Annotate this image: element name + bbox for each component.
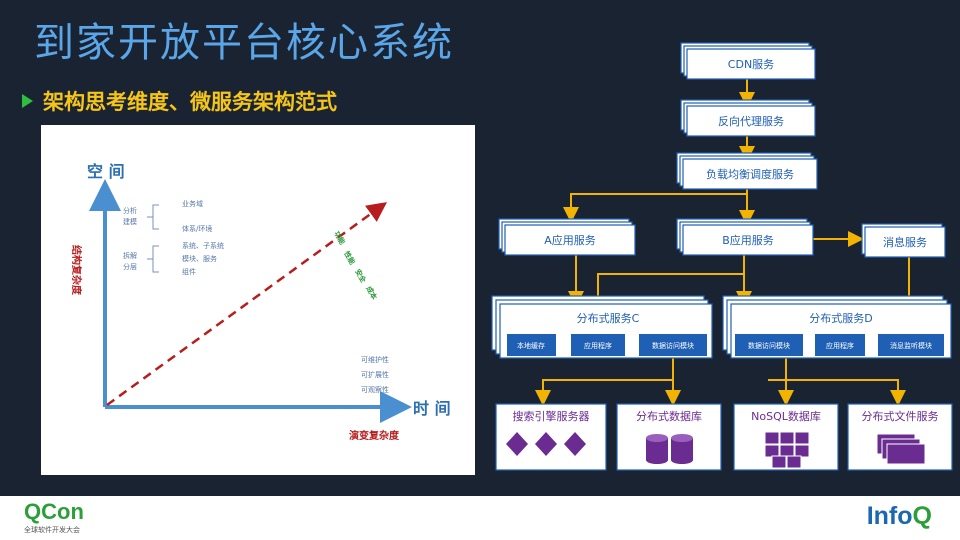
group-item: 模块、服务 <box>182 254 217 263</box>
arrow-c-to-search <box>535 355 674 406</box>
infoq-logo: InfoQ <box>867 502 932 531</box>
group-bracket <box>147 204 159 230</box>
group-label-line: 建模 <box>123 217 137 226</box>
bullet-text: 架构思考维度、微服务架构范式 <box>43 90 337 114</box>
service-box-reverse-proxy: 反向代理服务 <box>680 99 816 137</box>
group-item: 组件 <box>182 267 196 276</box>
component-label: 应用程序 <box>584 341 612 350</box>
service-box-load-balancer: 负载均衡调度服务 <box>676 152 818 190</box>
service-box-app-b: B应用服务 <box>676 218 814 256</box>
y-axis-label: 空 间 <box>87 162 125 181</box>
infoq-logo-q: Q <box>912 502 932 530</box>
storage-nosql: NoSQL数据库 <box>733 403 839 471</box>
x-axis-label: 时 间 <box>413 399 451 418</box>
service-box-app-a: A应用服务 <box>498 218 636 256</box>
storage-dist-db: 分布式数据库 <box>616 403 722 471</box>
group-label-line: 分析 <box>123 206 137 215</box>
quality-list: 可维护性 可扩展性 可观察性 <box>361 355 389 394</box>
quality-item: 可扩展性 <box>361 370 389 379</box>
storage-search: 搜索引擎服务器 <box>495 403 607 471</box>
storage-label: 分布式数据库 <box>636 409 702 423</box>
database-icon <box>646 434 693 464</box>
group-item: 体系/环境 <box>182 224 212 233</box>
footer-bar: QCon 全球软件开发大会 InfoQ <box>0 496 960 540</box>
service-label: A应用服务 <box>544 233 596 247</box>
qcon-subtitle: 全球软件开发大会 <box>24 526 80 534</box>
bullet-point: 架构思考维度、微服务架构范式 <box>22 86 337 116</box>
x-axis-sublabel: 演变复杂度 <box>349 429 400 442</box>
service-label: 负载均衡调度服务 <box>706 167 794 181</box>
group-item: 系统、子系统 <box>182 241 224 250</box>
arrow-lb-to-a <box>563 193 747 223</box>
analysis-group: 分析 建模 业务域 体系/环境 <box>123 199 212 233</box>
group-item: 业务域 <box>182 199 203 208</box>
diamond-icon <box>506 432 586 456</box>
component-data-access <box>639 334 707 356</box>
component-app <box>815 334 865 356</box>
quality-item: 可维护性 <box>361 355 389 364</box>
bullet-marker-icon <box>22 94 33 108</box>
qcon-logo: QCon <box>24 499 84 524</box>
quality-item: 可观察性 <box>361 385 389 394</box>
service-label: CDN服务 <box>728 58 774 71</box>
component-msg-listener <box>878 334 944 356</box>
infoq-logo-main: Info <box>866 502 913 530</box>
arrow-d-to-fs <box>768 379 906 406</box>
service-label: 反向代理服务 <box>718 114 784 128</box>
group-label-line: 分层 <box>123 262 137 271</box>
architecture-diagram: CDN服务 反向代理服务 负载均衡调度服务 A应用服务 B应用服务 消息服务 分… <box>491 42 953 471</box>
component-label: 消息监听模块 <box>890 341 932 350</box>
service-label: 分布式服务D <box>809 312 872 325</box>
service-box-message: 消息服务 <box>861 223 946 258</box>
service-box-dist-d: 分布式服务D 数据访问模块 应用程序 消息监听模块 <box>722 295 952 359</box>
service-box-cdn: CDN服务 <box>680 42 816 80</box>
complexity-trend-line <box>106 202 388 407</box>
flow-arrows <box>535 76 917 406</box>
component-local-cache <box>507 334 556 356</box>
file-stack-icon <box>876 433 926 465</box>
slide-title: 到家开放平台核心系统 <box>34 20 454 66</box>
group-bracket <box>147 245 159 273</box>
service-label: 分布式服务C <box>577 312 640 325</box>
storage-dist-fs: 分布式文件服务 <box>847 403 953 471</box>
service-label: 消息服务 <box>883 235 927 249</box>
service-label: B应用服务 <box>722 233 774 247</box>
service-box-dist-c: 分布式服务C 本地缓存 应用程序 数据访问模块 <box>491 295 713 359</box>
component-label: 本地缓存 <box>517 341 545 350</box>
storage-label: 分布式文件服务 <box>862 409 939 423</box>
complexity-chart: 空 间 结构复杂度 时 间 演变复杂度 分析 建模 业务域 体系/环境 拆解 分… <box>41 125 475 475</box>
component-label: 应用程序 <box>826 341 854 350</box>
cube-stack-icon <box>764 431 810 469</box>
group-label-line: 拆解 <box>123 251 137 260</box>
component-label: 数据访问模块 <box>652 341 694 350</box>
storage-label: 搜索引擎服务器 <box>513 409 590 423</box>
component-app <box>571 334 625 356</box>
decomposition-group: 拆解 分层 系统、子系统 模块、服务 组件 <box>123 241 224 276</box>
component-data-access <box>735 334 803 356</box>
y-axis-sublabel: 结构复杂度 <box>70 245 83 296</box>
storage-label: NoSQL数据库 <box>751 409 821 423</box>
component-label: 数据访问模块 <box>748 341 790 350</box>
